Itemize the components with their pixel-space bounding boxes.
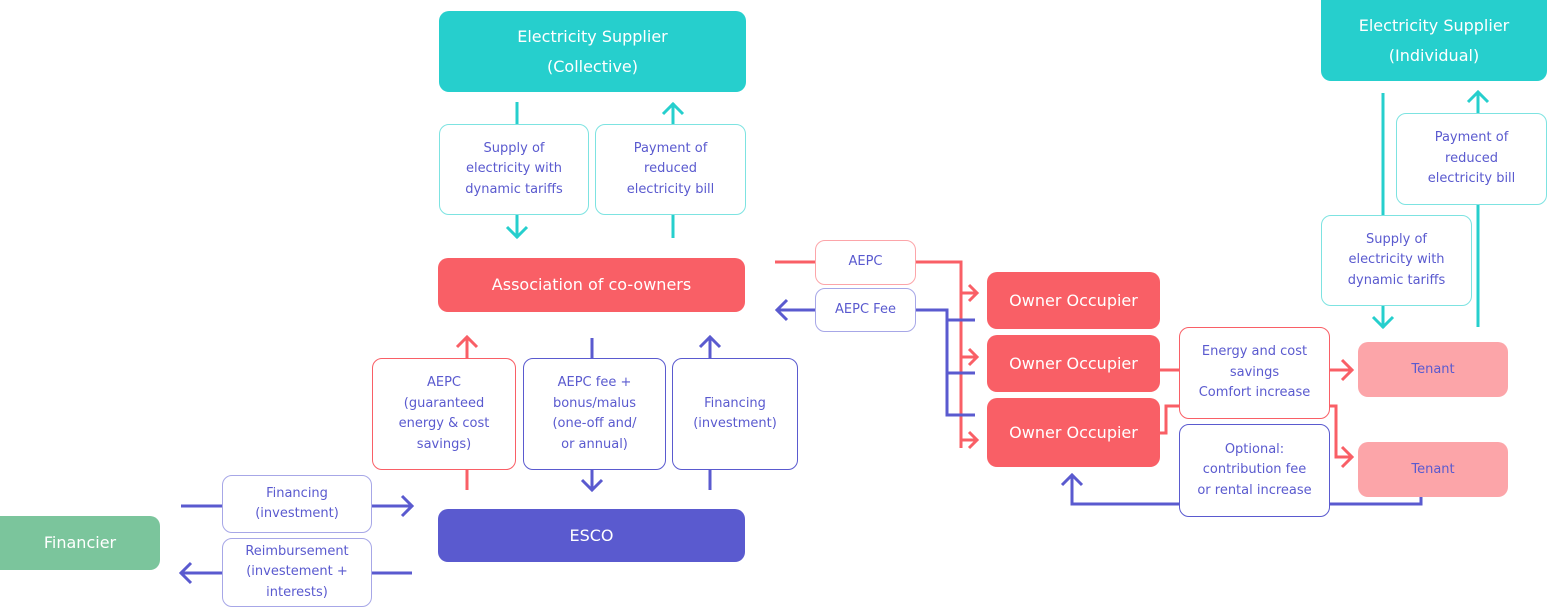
owner-occupier-1[interactable]: Owner Occupier	[987, 272, 1160, 329]
flow-label-aepc-fee-bonus: AEPC fee + bonus/malus (one-off and/ or …	[523, 358, 666, 470]
flow-label-tenant-benefits: Energy and cost savings Comfort increase	[1179, 327, 1330, 419]
esco[interactable]: ESCO	[438, 509, 745, 562]
electricity-supplier-individual[interactable]: Electricity Supplier (Individual)	[1321, 0, 1547, 81]
flow-label-collective-supply: Supply of electricity with dynamic tarif…	[439, 124, 589, 215]
flow-label-tenant-contribution: Optional: contribution fee or rental inc…	[1179, 424, 1330, 517]
flow-label-collective-payment: Payment of reduced electricity bill	[595, 124, 746, 215]
flow-label-financing-financier: Financing (investment)	[222, 475, 372, 533]
owner-occupier-2[interactable]: Owner Occupier	[987, 335, 1160, 392]
flow-label-individual-supply: Supply of electricity with dynamic tarif…	[1321, 215, 1472, 306]
flow-label-individual-payment: Payment of reduced electricity bill	[1396, 113, 1547, 205]
flow-label-financing-esco: Financing (investment)	[672, 358, 798, 470]
tenant-1[interactable]: Tenant	[1358, 342, 1508, 397]
flow-label-reimbursement: Reimbursement (investement + interests)	[222, 538, 372, 607]
financier[interactable]: Financier	[0, 516, 160, 570]
flow-label-aepc-to-owners: AEPC	[815, 240, 916, 285]
owner-occupier-3[interactable]: Owner Occupier	[987, 398, 1160, 467]
flow-label-aepc-fee-from-owners: AEPC Fee	[815, 288, 916, 332]
tenant-2[interactable]: Tenant	[1358, 442, 1508, 497]
flow-label-aepc-guarantee: AEPC (guaranteed energy & cost savings)	[372, 358, 516, 470]
electricity-supplier-collective[interactable]: Electricity Supplier (Collective)	[439, 11, 746, 92]
association-of-co-owners[interactable]: Association of co-owners	[438, 258, 745, 312]
